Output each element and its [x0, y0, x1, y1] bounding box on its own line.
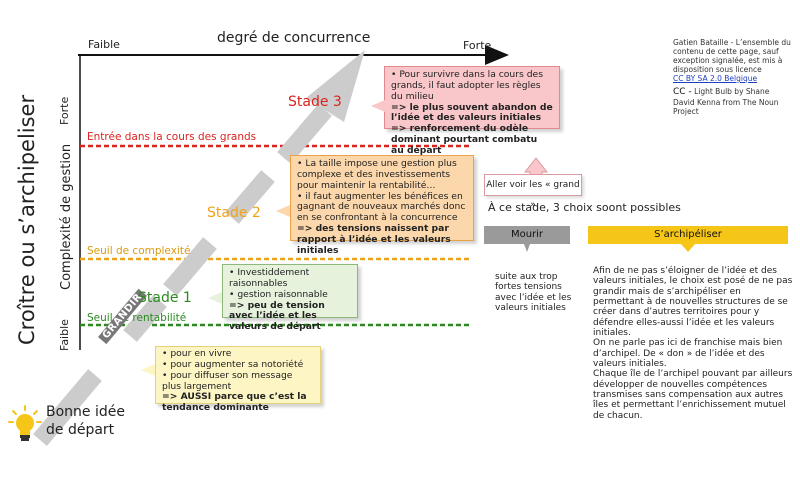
- archipel-paragraph-2: On ne parle pas ici de franchise mais bi…: [593, 338, 783, 370]
- archipel-arrow: [588, 226, 788, 252]
- stage3-conclusion-2: => renforcement du odèle dominant pourta…: [391, 123, 538, 157]
- mourir-label: Mourir: [510, 229, 544, 240]
- choices-title: À ce stade, 3 choix soont possibles: [488, 201, 681, 214]
- complexity-threshold-label: Seuil de complexité: [87, 245, 191, 257]
- y-axis-high-label: Forte: [58, 96, 71, 125]
- stage1-label: Stade 1: [138, 290, 192, 306]
- credits: Gatien Bataille - L’ensemble du contenu …: [673, 38, 793, 116]
- stage2-box-pointer: [276, 205, 290, 217]
- archipel-text: Afin de ne pas s’éloigner de l’idée et d…: [593, 266, 793, 421]
- stage2-line-1: • La taille impose une gestion plus comp…: [297, 158, 457, 191]
- x-axis-low-label: Faible: [88, 38, 120, 51]
- stage2-label: Stade 2: [207, 205, 261, 221]
- cc-label: CC -: [673, 87, 692, 97]
- archipel-label: S’archipéliser: [654, 229, 722, 240]
- start-box-pointer: [141, 364, 155, 376]
- y-axis-low-label: Faible: [58, 319, 71, 351]
- see-big-box: Aller voir les « grand »: [484, 174, 582, 210]
- start-line-3: • pour diffuser son message plus largeme…: [162, 369, 293, 392]
- cc-text: Light Bulb by Shane David Kenna from The…: [673, 87, 779, 116]
- main-title: Croître ou s’archipeliser: [15, 94, 39, 345]
- start-label-line-1: Bonne idée: [46, 404, 125, 420]
- lightbulb-icon: [8, 405, 42, 443]
- stage2-line-2: • il faut augmenter les bénéfices en gag…: [297, 190, 466, 224]
- stage1-line-2: • gestion raisonnable: [229, 288, 328, 300]
- y-axis-title: Complexité de gestion: [59, 143, 74, 290]
- start-box: • pour en vivre • pour augmenter sa noto…: [155, 346, 321, 413]
- stage3-label: Stade 3: [288, 94, 342, 110]
- stage2-conclusion: => des tensions naissent par rapport à l…: [297, 223, 451, 256]
- archipel-paragraph-1: Afin de ne pas s’éloigner de l’idée et d…: [593, 266, 793, 339]
- x-axis-title: degré de concurrence: [217, 30, 371, 46]
- growth-arrow-head: [306, 50, 365, 122]
- profitability-threshold-label: Seuil de rentabilité: [87, 312, 187, 324]
- mourir-text: suite aux trop fortes tensions avec l’id…: [495, 272, 572, 314]
- stage3-line: • Pour survivre dans la cours des grands…: [391, 69, 544, 102]
- stage1-box: • Investiddement raisonnables • gestion …: [222, 264, 358, 332]
- stage1-line-1: • Investiddement raisonnables: [229, 267, 310, 289]
- start-label: Bonne idée de départ: [46, 403, 125, 439]
- start-line-1: • pour en vivre: [162, 348, 232, 359]
- stage3-conclusion-1: => le plus souvent abandon de l’idée et …: [391, 101, 553, 124]
- stage3-box-pointer: [371, 100, 385, 112]
- archipel-paragraph-3: Chaque île de l’archipel pouvant par ail…: [593, 369, 793, 421]
- stage3-box: • Pour survivre dans la cours des grands…: [384, 66, 560, 156]
- credits-text: Gatien Bataille - L’ensemble du contenu …: [673, 38, 791, 74]
- growth-arrow: [33, 104, 332, 446]
- license-link[interactable]: CC BY SA 2.0 Belgique: [673, 74, 758, 83]
- start-label-line-2: de départ: [46, 422, 115, 439]
- stage1-conclusion: => peu de tension avec l’idée et les val…: [229, 299, 325, 333]
- mourir-arrow: [484, 226, 570, 252]
- start-line-2: • pour augmenter sa notoriété: [162, 358, 304, 370]
- stage2-box: • La taille impose une gestion plus comp…: [290, 155, 474, 256]
- x-axis-high-label: Forte: [463, 39, 492, 52]
- court-threshold-label: Entrée dans la cours des grands: [87, 131, 257, 143]
- cc-credit: CC - Light Bulb by Shane David Kenna fro…: [673, 87, 793, 116]
- stage1-box-pointer: [208, 292, 222, 304]
- start-conclusion: => AUSSI parce que c’est la tendance dom…: [162, 391, 307, 414]
